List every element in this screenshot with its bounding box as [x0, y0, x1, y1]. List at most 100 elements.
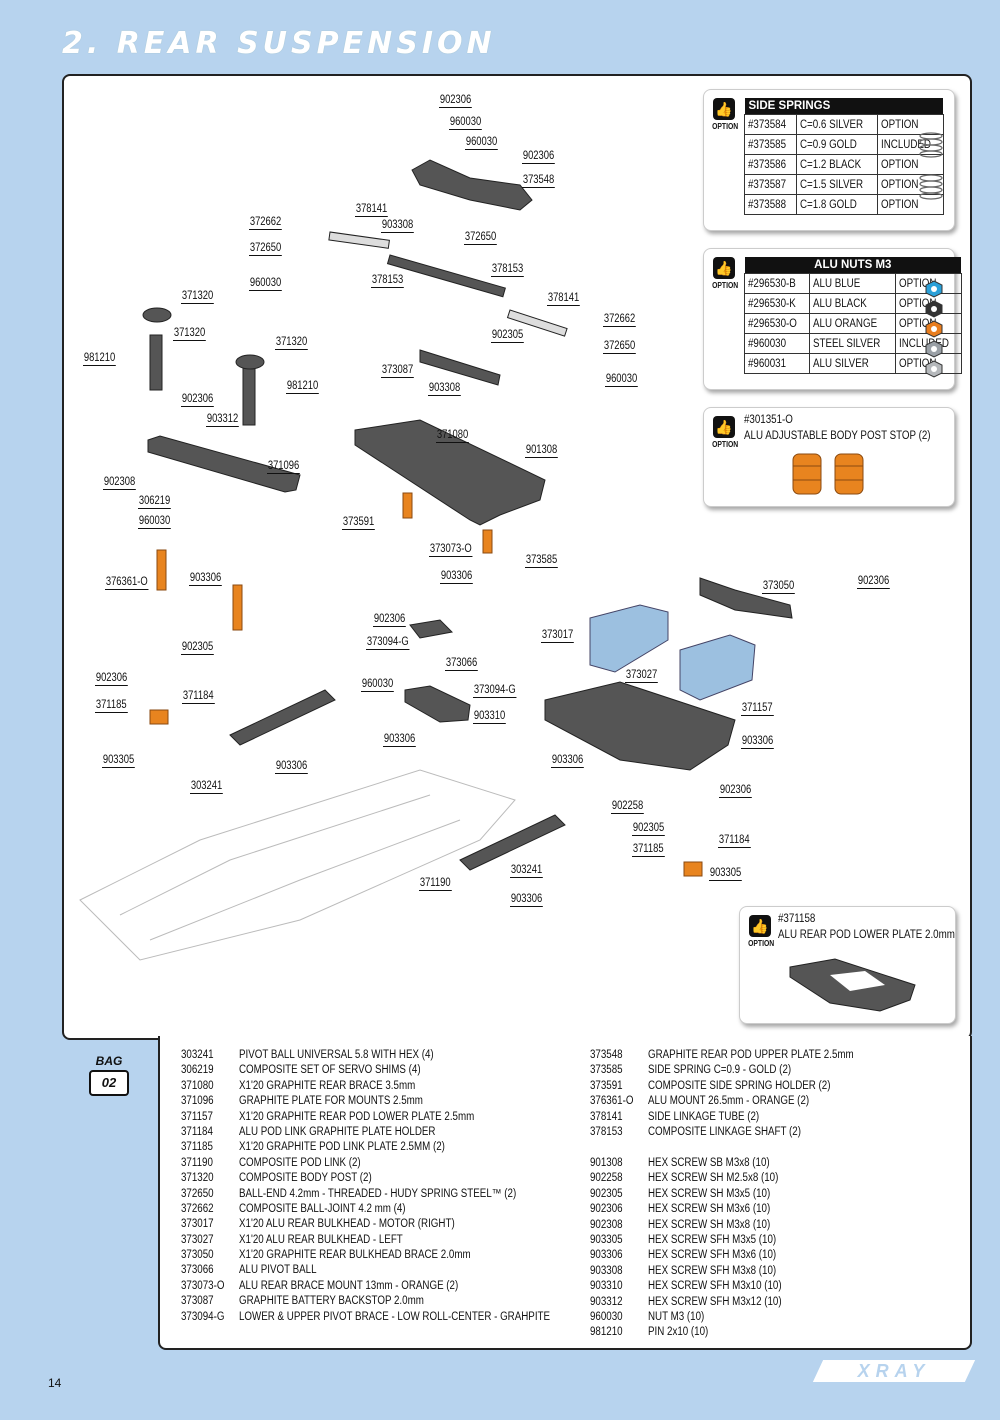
alu-mount-orange [232, 584, 243, 631]
body-post-stop-code: #301351-O [744, 414, 793, 426]
part-description: PIVOT BALL UNIVERSAL 5.8 WITH HEX (4) [239, 1049, 434, 1061]
option-code: #296530-O [748, 317, 797, 330]
pivot-brace-upper [409, 619, 454, 639]
part-code: 903312 [590, 1295, 623, 1308]
part-description: COMPOSITE BODY POST (2) [239, 1172, 372, 1185]
part-description: HEX SCREW SB M3x8 (10) [648, 1157, 770, 1169]
parts-list-panel [158, 1036, 972, 1350]
part-code: 376361-O [590, 1095, 634, 1108]
part-callout: 903306 [189, 572, 223, 586]
part-description: X1'20 ALU REAR BULKHEAD - MOTOR (RIGHT) [239, 1218, 455, 1231]
part-callout: 903306 [741, 735, 775, 749]
part-callout: 902308 [103, 476, 137, 490]
part-code: 960030 [590, 1310, 623, 1323]
bulkhead-brace [699, 577, 793, 619]
option-desc: ALU ORANGE [812, 317, 877, 330]
part-callout: 902305 [181, 641, 215, 655]
body-post-disc [235, 354, 265, 370]
part-callout: 371080 [436, 429, 470, 443]
part-description: SIDE SPRING C=0.9 - GOLD (2) [648, 1064, 792, 1077]
part-code: 373585 [590, 1064, 623, 1077]
part-callout: 960030 [449, 116, 483, 130]
part-description: X1'20 GRAPHITE REAR BULKHEAD BRACE 2.0mm [239, 1249, 471, 1262]
part-row: 373087 GRAPHITE BATTERY BACKSTOP 2.0mm [181, 1294, 605, 1309]
part-description: ALU POD LINK GRAPHITE PLATE HOLDER [239, 1125, 436, 1138]
part-code: 371190 [181, 1156, 213, 1169]
option-desc: ALU BLUE [812, 277, 860, 290]
nut-icon [925, 360, 943, 378]
part-code: 306219 [181, 1064, 214, 1077]
part-description: HEX SCREW SH M3x6 (10) [648, 1203, 771, 1216]
part-row: 373585 SIDE SPRING C=0.9 - GOLD (2) [590, 1063, 890, 1078]
part-code: 901308 [590, 1157, 623, 1169]
option-status: OPTION [881, 118, 919, 131]
part-callout: 371096 [267, 460, 301, 474]
bag-label: BAG [95, 1054, 123, 1068]
part-description: NUT M3 (10) [648, 1310, 705, 1323]
option-badge: 👍 OPTION [746, 915, 774, 948]
part-callout: 373087 [381, 364, 415, 378]
part-callout: 376361-O [105, 576, 149, 590]
bulkhead-motor [589, 604, 669, 673]
body-post [149, 334, 163, 391]
part-callout: 903305 [709, 867, 743, 881]
part-description: GRAPHITE PLATE FOR MOUNTS 2.5mm [239, 1095, 423, 1108]
part-description: X1'20 GRAPHITE REAR BRACE 3.5mm [239, 1079, 416, 1092]
part-callout: 378141 [547, 292, 581, 306]
option-badge: 👍 OPTION [710, 416, 738, 449]
lower-plate-image [789, 958, 916, 1012]
part-description: HEX SCREW SH M3x5 (10) [648, 1187, 771, 1200]
part-code: 371320 [181, 1172, 214, 1185]
part-description: COMPOSITE LINKAGE SHAFT (2) [648, 1125, 801, 1138]
part-description: GRAPHITE BATTERY BACKSTOP 2.0mm [239, 1295, 424, 1308]
nut-icons [923, 279, 945, 379]
part-callout: 903308 [381, 219, 415, 233]
body-post-stop-image [792, 453, 864, 495]
part-callout: 903306 [510, 893, 544, 907]
option-status: INCLUDED [881, 138, 932, 151]
option-code: #373585 [748, 138, 787, 151]
option-badge: 👍 OPTION [710, 257, 738, 290]
part-callout: 903305 [102, 754, 136, 768]
part-callout: 303241 [190, 780, 224, 794]
part-callout: 373073-O [429, 543, 473, 557]
part-code: 373087 [181, 1295, 214, 1308]
part-callout: 371157 [741, 702, 774, 716]
part-callout: 903306 [551, 754, 585, 768]
option-badge: 👍 OPTION [710, 98, 738, 131]
part-callout: 373094-G [366, 636, 410, 650]
thumbs-up-icon: 👍 [749, 915, 771, 937]
part-callout: 981210 [286, 380, 320, 394]
alu-brace-mount-orange [482, 529, 493, 554]
battery-backstop [419, 349, 501, 386]
part-callout: 373585 [525, 554, 559, 568]
option-code: #373587 [748, 178, 787, 191]
section-title: 2. REAR SUSPENSION [62, 26, 496, 61]
part-code: 373027 [181, 1233, 214, 1246]
part-callout: 303241 [510, 864, 544, 878]
part-description: COMPOSITE POD LINK (2) [239, 1156, 361, 1169]
part-callout: 960030 [138, 515, 172, 529]
part-callout: 901308 [525, 444, 559, 458]
part-callout: 903306 [275, 760, 309, 774]
nut-icon [925, 340, 943, 358]
part-description: HEX SCREW SH M3x8 (10) [648, 1218, 771, 1231]
part-callout: 902306 [719, 784, 753, 798]
part-code: 371157 [181, 1110, 213, 1123]
side-linkage-tube [328, 231, 390, 249]
